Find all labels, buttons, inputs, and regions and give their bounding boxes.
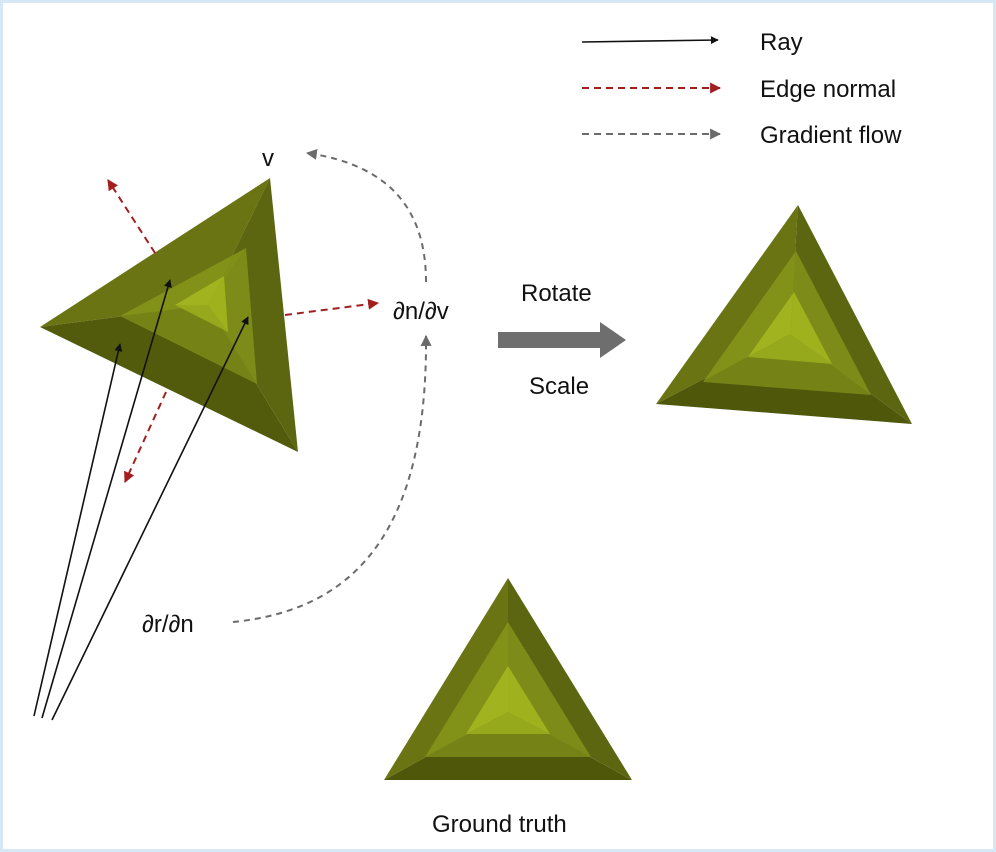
input-triangle [40, 178, 298, 452]
vertex-label: v [262, 145, 274, 172]
rotate-label: Rotate [521, 280, 592, 307]
ray-arrow [33, 343, 123, 717]
ray-arrow [41, 279, 172, 719]
dn-dv-label: ∂n/∂v [393, 298, 449, 325]
transformed-triangle [656, 205, 912, 424]
legend: Ray Edge normal Gradient flow [581, 29, 902, 149]
ground-truth-triangle [384, 578, 632, 780]
ground-truth-label: Ground truth [432, 811, 567, 838]
transform-arrow [498, 322, 626, 358]
edge-normal-arrow-upper-left [107, 179, 156, 254]
legend-ray-line [581, 36, 719, 45]
gradient-flow-curve-upper [305, 148, 427, 283]
ray-arrow [51, 316, 249, 721]
legend-edge-normal-label: Edge normal [760, 76, 896, 103]
dr-dn-label: ∂r/∂n [142, 611, 194, 638]
legend-gradient-flow-label: Gradient flow [760, 122, 902, 149]
edge-normal-arrow-right [284, 298, 380, 316]
edge-normal-arrow-lower-left [124, 391, 167, 484]
scale-label: Scale [529, 373, 589, 400]
legend-ray-label: Ray [760, 29, 803, 56]
